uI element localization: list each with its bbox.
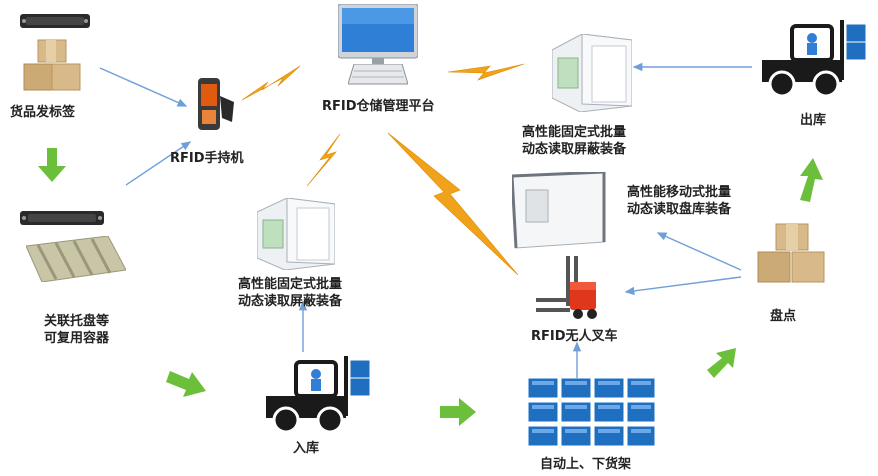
- mobile-reader-icon: [510, 170, 608, 250]
- arrow-tag-to-handheld: [99, 67, 188, 107]
- green-arrow-right: [166, 371, 206, 397]
- label-inventory: 盘点: [770, 309, 797, 324]
- label-mobile-line1: 高性能移动式批量: [627, 185, 732, 200]
- forklift-truck-icon: [262, 356, 374, 436]
- label-tagging: 货品发标签: [10, 105, 76, 120]
- lightning-bolt-icon: [241, 65, 301, 101]
- forklift-truck-icon: [758, 20, 870, 100]
- label-pallet-line1: 关联托盘等: [44, 314, 110, 329]
- green-arrow-right: [440, 398, 476, 426]
- arrow-inventory-to-mobile: [656, 232, 742, 271]
- agv-forklift-icon: [530, 256, 606, 320]
- cardboard-boxes-icon: [752, 222, 830, 286]
- rfid-tunnel-icon: [551, 33, 633, 113]
- lightning-bolt-icon: [306, 133, 341, 187]
- label-fixed-mid-line1: 高性能固定式批量: [238, 277, 343, 292]
- label-handheld: RFID手持机: [170, 151, 244, 166]
- rfid-tunnel-icon: [256, 197, 336, 271]
- arrow-inventory-to-agv: [624, 276, 742, 296]
- label-mobile-line2: 动态读取盘库装备: [627, 202, 732, 217]
- lightning-bolt-icon: [447, 63, 525, 81]
- cardboard-boxes-icon: [20, 38, 84, 94]
- label-platform: RFID仓储管理平台: [322, 99, 435, 114]
- label-fixed-top-line2: 动态读取屏蔽装备: [522, 142, 627, 157]
- rfid-tag-icon: [20, 12, 90, 30]
- label-fixed-top-line1: 高性能固定式批量: [522, 125, 627, 140]
- pallet-icon: [25, 235, 127, 283]
- green-arrow-down: [38, 148, 66, 182]
- rfid-tag-icon: [20, 208, 104, 228]
- handheld-reader-icon: [192, 76, 238, 132]
- shelf-grid-icon: [527, 377, 656, 448]
- green-arrow-up: [800, 158, 823, 202]
- keyboard-icon: [347, 63, 409, 86]
- monitor-icon: [337, 3, 419, 66]
- label-outbound: 出库: [800, 113, 827, 128]
- label-shelving: 自动上、下货架: [540, 457, 632, 472]
- label-inbound: 入库: [293, 441, 320, 456]
- label-fixed-mid-line2: 动态读取屏蔽装备: [238, 294, 343, 309]
- label-agv: RFID无人叉车: [531, 329, 618, 344]
- arrow-pallet-to-handheld: [125, 141, 192, 186]
- label-pallet-line2: 可复用容器: [44, 331, 110, 346]
- green-arrow-up-right: [707, 348, 736, 378]
- lightning-bolt-icon: [387, 132, 519, 276]
